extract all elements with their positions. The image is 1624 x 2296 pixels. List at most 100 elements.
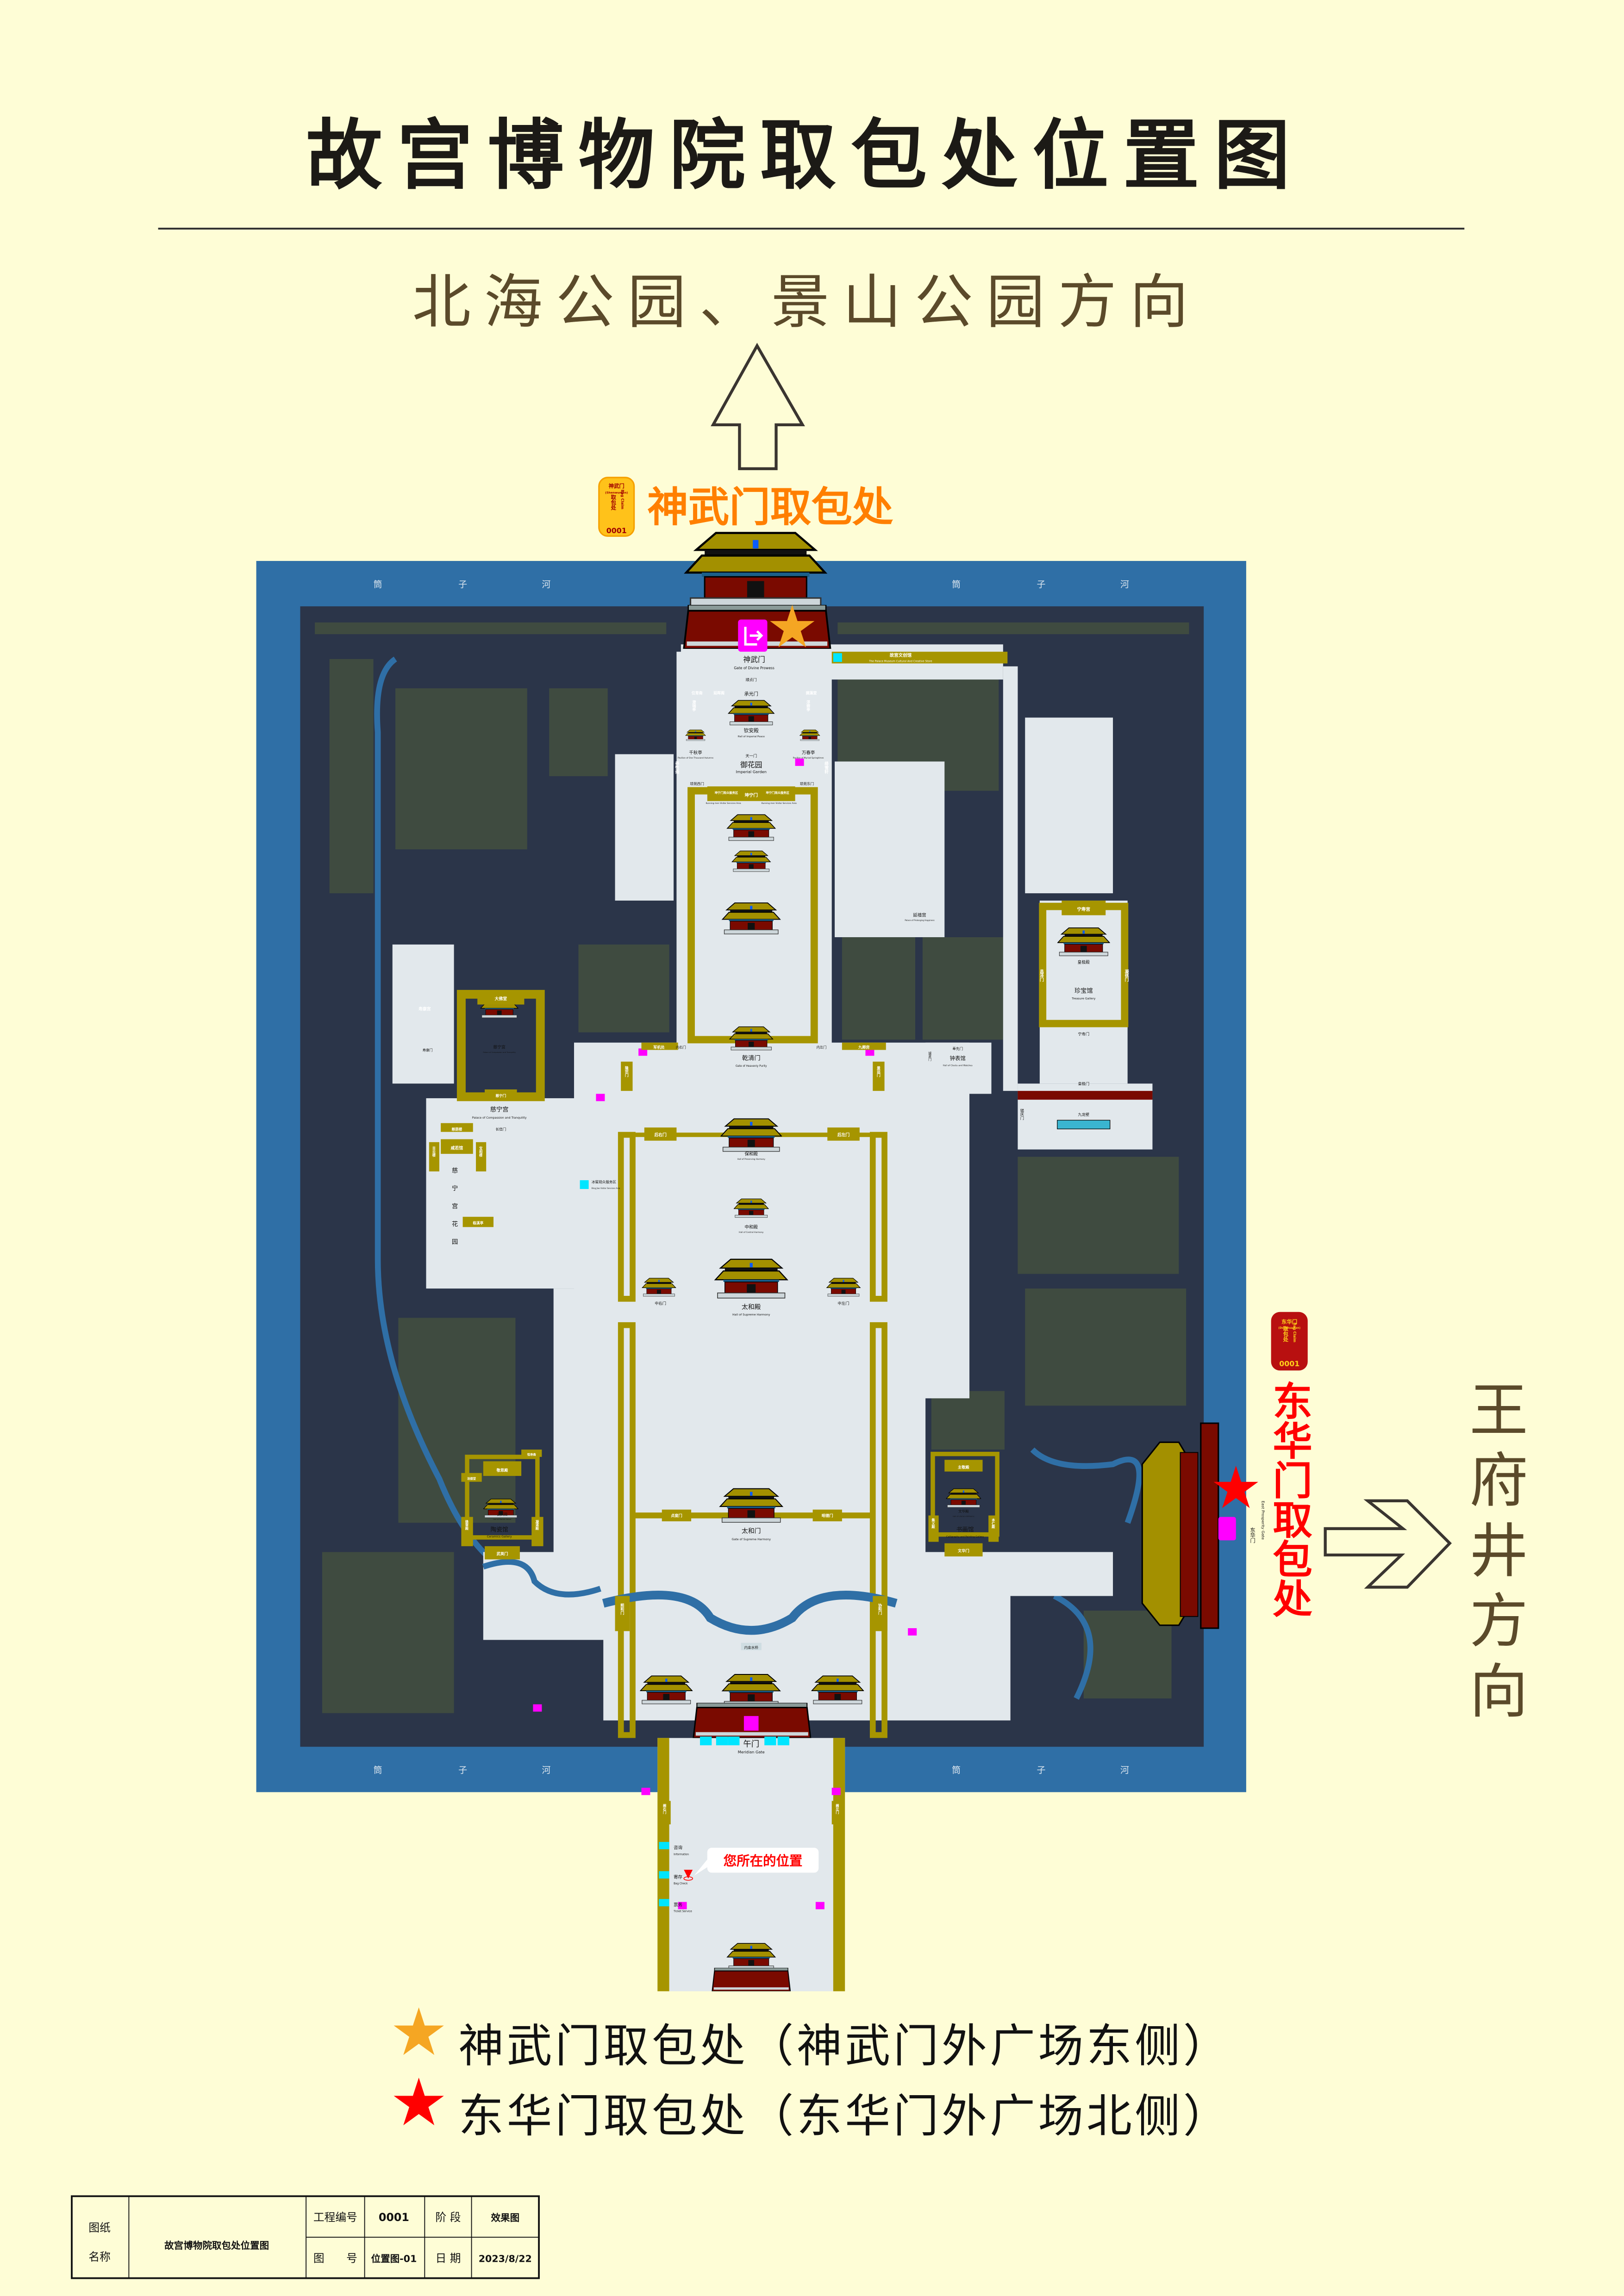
- svg-text:内右门: 内右门: [676, 1045, 686, 1049]
- project-no: 0001: [379, 2211, 409, 2224]
- svg-text:天一门: 天一门: [745, 753, 757, 758]
- svg-text:0001: 0001: [1279, 1359, 1299, 1368]
- donghuamen-gate: 东华门 East Prosperity Gate: [1141, 1422, 1265, 1629]
- svg-text:诚肃门: 诚肃门: [928, 1051, 932, 1062]
- drawing-name: 故宫博物院取包处位置图: [164, 2240, 269, 2251]
- stage-label: 阶 段: [435, 2211, 461, 2224]
- svg-text:Hall of Imperial Peace: Hall of Imperial Peace: [738, 735, 765, 738]
- svg-text:取包处: 取包处: [1282, 1326, 1289, 1342]
- east-inner-river: [1030, 1447, 1143, 1700]
- svg-text:Hall of Supreme Harmony: Hall of Supreme Harmony: [732, 1313, 770, 1317]
- svg-text:东华门: 东华门: [1281, 1319, 1297, 1325]
- svg-text:摛藻堂: 摛藻堂: [806, 691, 817, 695]
- east-arrow-icon: [1324, 1499, 1452, 1589]
- svg-text:寿康门: 寿康门: [423, 1048, 433, 1052]
- svg-text:文华门: 文华门: [958, 1549, 969, 1553]
- svg-text:河: 河: [542, 1765, 550, 1775]
- you-are-here-callout: 您所在的位置: [683, 1848, 819, 1881]
- svg-text:后左门: 后左门: [837, 1132, 850, 1138]
- svg-text:文华殿: 文华殿: [958, 1509, 969, 1513]
- svg-text:Gate of Supreme Harmony: Gate of Supreme Harmony: [731, 1538, 771, 1541]
- svg-text:Hall of Clocks and Watches: Hall of Clocks and Watches: [943, 1064, 973, 1067]
- project-no-label: 工程编号: [313, 2211, 357, 2224]
- taihedian-building: [714, 1258, 788, 1299]
- svg-text:位育斋: 位育斋: [692, 691, 703, 695]
- svg-text:中左门: 中左门: [838, 1301, 849, 1306]
- drawing-name-label: 图纸: [88, 2221, 110, 2234]
- svg-text:澄瑞亭: 澄瑞亭: [692, 700, 696, 712]
- svg-text:凝道殿: 凝道殿: [535, 1519, 539, 1531]
- svg-text:Bing Jiao Visitor Services Are: Bing Jiao Visitor Services Area: [592, 1187, 620, 1189]
- ticket-icon: [659, 1899, 669, 1907]
- imperial-garden-labels: 顺贞门 承光门 位育斋 延晖阁 摛藻堂 澄瑞亭 浮碧亭 钦安殿 Hall of …: [674, 677, 828, 805]
- date: 2023/8/22: [479, 2253, 532, 2265]
- svg-text:长信门: 长信门: [495, 1127, 506, 1132]
- svg-text:阙右门: 阙右门: [663, 1804, 667, 1815]
- svg-text:子: 子: [1037, 1765, 1046, 1775]
- svg-text:凝祺门: 凝祺门: [1124, 969, 1129, 982]
- svg-text:主敬殿: 主敬殿: [958, 1465, 969, 1469]
- store-label-en: The Palace Museum Cultural And Creative …: [868, 660, 932, 663]
- rear-palace-building: [722, 902, 781, 935]
- svg-text:九龙壁: 九龙壁: [1078, 1112, 1089, 1117]
- wenhuadian-building: [946, 1488, 981, 1508]
- drawing-no-label: 图 号: [313, 2252, 357, 2265]
- svg-text:琼苑西门: 琼苑西门: [690, 781, 704, 786]
- background-buildings: [315, 622, 1189, 1713]
- cining-palace-labels: 大佛堂 慈宁宫 Palace of Compassion and Tranqui…: [418, 991, 620, 1257]
- rear-palace-building: [727, 814, 776, 841]
- meridian-gate: 午门 Meridian Gate: [640, 1674, 864, 1754]
- zhongyoumen-building: [642, 1278, 676, 1297]
- svg-text:皇极殿: 皇极殿: [1078, 959, 1090, 965]
- svg-text:取包处: 取包处: [610, 494, 617, 510]
- svg-text:子: 子: [458, 579, 467, 590]
- svg-text:钦安殿: 钦安殿: [744, 728, 759, 734]
- svg-text:武英门: 武英门: [497, 1551, 508, 1556]
- cining-garden-label: 慈宁宫花园: [450, 1167, 458, 1256]
- exit-icon: [1218, 1517, 1236, 1541]
- courtyards: [392, 644, 1153, 1721]
- svg-text:子: 子: [458, 1765, 467, 1775]
- gift-icon: [580, 1180, 589, 1189]
- palace-map: 筒子河 筒子河 筒子河 筒子河 神武门: [256, 533, 1265, 1991]
- svg-text:乾清门: 乾清门: [742, 1055, 761, 1062]
- outer-court-labels: 乾清门 Gate of Heavenly Purity 保和殿 Hall of …: [615, 1042, 887, 1824]
- svg-text:河: 河: [1120, 579, 1129, 590]
- svg-text:太和门: 太和门: [742, 1527, 761, 1535]
- svg-text:筒: 筒: [952, 579, 961, 590]
- approach-wall-west: [657, 1738, 669, 1991]
- svg-text:御花园: 御花园: [740, 760, 762, 769]
- svg-text:慈宁宫: 慈宁宫: [490, 1105, 509, 1113]
- title-block: [71, 2195, 540, 2279]
- svg-text:Hall of Preserving Harmony: Hall of Preserving Harmony: [737, 1158, 766, 1161]
- svg-text:锡庆门: 锡庆门: [1020, 1108, 1024, 1120]
- svg-text:奉先门: 奉先门: [952, 1046, 963, 1051]
- svg-text:集义殿: 集义殿: [931, 1518, 936, 1529]
- accessibility-service-icons: [700, 1736, 789, 1746]
- gallery-labels: 主敬殿 文华殿 Hall of Literary Brilliance 书画馆 …: [461, 1450, 999, 1560]
- svg-text:阙左门: 阙左门: [835, 1804, 839, 1815]
- wuying-river: [482, 1559, 601, 1598]
- svg-text:Hall of Martial Valour: Hall of Martial Valour: [493, 1518, 512, 1520]
- service-label-en: Ticket Service: [673, 1910, 692, 1913]
- orange-star-icon: [394, 2007, 444, 2055]
- svg-text:宁寿门: 宁寿门: [1078, 1032, 1089, 1036]
- huangjidian-building: [1057, 927, 1110, 957]
- svg-text:筒: 筒: [374, 1765, 382, 1775]
- svg-text:Ceramics Gallery: Ceramics Gallery: [487, 1535, 512, 1538]
- svg-text:中和殿: 中和殿: [745, 1224, 758, 1230]
- svg-text:皇极门: 皇极门: [1078, 1081, 1089, 1086]
- linxiting-label: 临溪亭: [473, 1220, 483, 1225]
- svg-text:宝相楼: 宝相楼: [479, 1146, 483, 1157]
- store-banner: [831, 652, 1008, 664]
- baohedian-building: [720, 1118, 782, 1152]
- svg-text:浴德堂: 浴德堂: [467, 1476, 476, 1481]
- exit-arrow-glyph: [744, 627, 763, 646]
- svg-text:恒寿斋: 恒寿斋: [527, 1452, 537, 1456]
- donghuamen-gate-label-en: East Prosperity Gate: [1261, 1501, 1265, 1540]
- svg-text:Hall of Literary Brilliance: Hall of Literary Brilliance: [953, 1515, 974, 1518]
- svg-text:坤宁门观众服务区: 坤宁门观众服务区: [715, 790, 738, 795]
- east-palace-labels: 延禧宫 Palace of Prolonging Happiness 宁寿宫 皇…: [905, 900, 1153, 1130]
- svg-text:Gate of Heavenly Purity: Gate of Heavenly Purity: [736, 1065, 767, 1068]
- svg-text:寿康宫: 寿康宫: [418, 1006, 431, 1012]
